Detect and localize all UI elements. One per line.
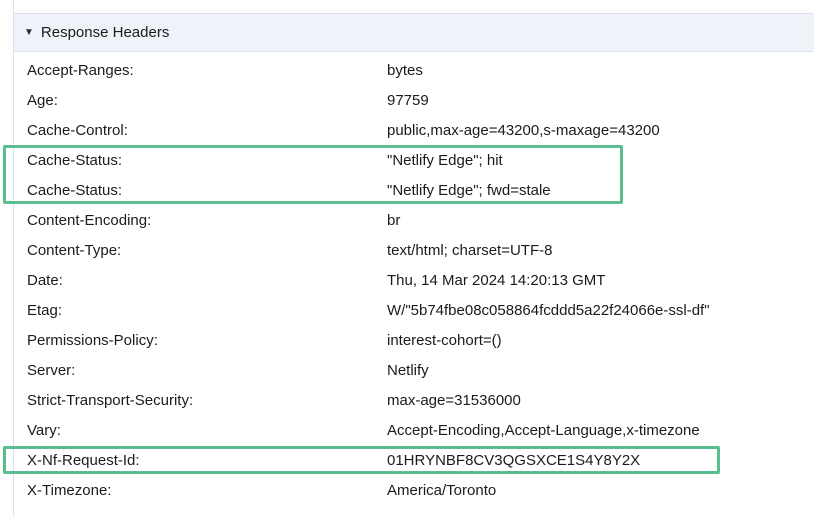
header-name: Content-Encoding: [27,212,152,229]
header-row: Content-Encoding: br [14,206,814,236]
disclosure-triangle-icon[interactable]: ▼ [24,26,34,38]
header-name: Accept-Ranges: [27,62,134,79]
header-value: Netlify [387,362,429,379]
header-row: Accept-Ranges: bytes [14,56,814,86]
header-name: Vary: [27,422,61,439]
header-value: W/"5b74fbe08c058864fcddd5a22f24066e-ssl-… [387,302,710,319]
header-value: 01HRYNBF8CV3QGSXCE1S4Y8Y2X [387,452,641,469]
header-name: Server: [27,362,76,379]
header-value: America/Toronto [387,482,497,499]
header-name: X-Timezone: [27,482,112,499]
header-value: Accept-Encoding,Accept-Language,x-timezo… [387,422,700,439]
header-value: Thu, 14 Mar 2024 14:20:13 GMT [387,272,606,289]
header-row: Strict-Transport-Security: max-age=315360… [14,386,814,416]
header-value: max-age=31536000 [387,392,521,409]
header-row: Content-Type: text/html; charset=UTF-8 [14,236,814,266]
header-name: Content-Type: [27,242,122,259]
header-row: X-Timezone: America/Toronto [14,476,814,506]
header-row: Server: Netlify [14,356,814,386]
header-name: Date: [27,272,63,289]
header-name: X-Nf-Request-Id: [27,452,140,469]
header-row: Vary: Accept-Encoding,Accept-Language,x-t… [14,416,814,446]
header-name: Permissions-Policy: [27,332,158,349]
header-row: Date: Thu, 14 Mar 2024 14:20:13 GMT [14,266,814,296]
header-name: Strict-Transport-Security: [27,392,194,409]
header-value: 97759 [387,92,429,109]
header-value: text/html; charset=UTF-8 [387,242,553,259]
header-name: Cache-Status: [27,152,123,169]
header-name: Etag: [27,302,63,319]
response-headers-section-header[interactable]: ▼ Response Headers [14,13,814,52]
header-value: br [387,212,401,229]
header-row: Age: 97759 [14,86,814,116]
header-row: Permissions-Policy: interest-cohort=() [14,326,814,356]
header-value: bytes [387,62,423,79]
header-name: Cache-Control: [27,122,128,139]
header-value: "Netlify Edge"; fwd=stale [387,182,551,199]
section-title: Response Headers [40,24,170,41]
header-row: Cache-Status: "Netlify Edge"; hit [14,146,814,176]
header-value: public,max-age=43200,s-maxage=43200 [387,122,660,139]
header-value: interest-cohort=() [387,332,502,349]
header-value: "Netlify Edge"; hit [387,152,503,169]
panel-left-border [13,0,14,517]
header-row: Etag: W/"5b74fbe08c058864fcddd5a22f24066e… [14,296,814,326]
header-name: Cache-Status: [27,182,123,199]
header-row: Cache-Status: "Netlify Edge"; fwd=stale [14,176,814,206]
header-name: Age: [27,92,58,109]
header-row: Cache-Control: public,max-age=43200,s-max… [14,116,814,146]
header-row: X-Nf-Request-Id: 01HRYNBF8CV3QGSXCE1S4Y8Y… [14,446,814,476]
